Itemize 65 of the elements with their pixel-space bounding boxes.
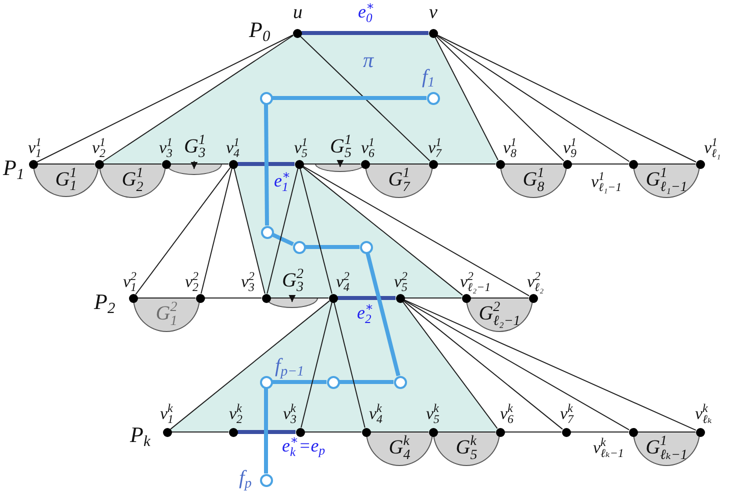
vertex-label: u: [293, 3, 302, 23]
line: [334, 302, 366, 428]
dot-icon: [628, 428, 638, 436]
path-label: P$_{0}$: [249, 18, 270, 42]
thick-line: [302, 31, 428, 35]
dot-icon: [562, 160, 572, 168]
arrow: [336, 160, 344, 168]
line: [434, 36, 498, 160]
line: [170, 300, 330, 430]
line: [36, 34, 294, 162]
line: [436, 36, 564, 162]
line: [300, 168, 332, 294]
dot-icon: [696, 160, 704, 168]
line: [135, 167, 231, 295]
dot-icon: [94, 160, 104, 168]
line: [102, 35, 294, 162]
thick-line: [272, 380, 326, 384]
line: [404, 299, 696, 431]
dot-icon: [628, 160, 638, 168]
dot-icon: [562, 428, 570, 436]
thick-line: [272, 96, 426, 100]
path-label: P$_{k}$: [130, 423, 150, 446]
thick-line: [272, 232, 294, 246]
line: [300, 302, 332, 428]
dot-icon: [428, 28, 438, 38]
line: [200, 168, 232, 294]
line: [302, 166, 463, 296]
line: [403, 300, 563, 430]
dot-icon: [28, 160, 38, 168]
dot-icon: [128, 294, 138, 302]
arrow: [288, 294, 296, 302]
vertex-label: v: [429, 3, 438, 23]
dot-icon: [528, 294, 538, 302]
thick-line: [338, 296, 396, 300]
thick-line: [264, 104, 269, 226]
thick-line: [306, 245, 360, 249]
line: [302, 166, 530, 296]
line: [436, 34, 696, 162]
dot-icon: [696, 428, 704, 436]
dot-icon: [162, 428, 172, 436]
face-label: f$_{p}$: [239, 468, 252, 489]
arrow: [190, 160, 198, 170]
face-label: f$_{1}$: [422, 67, 435, 88]
ring-icon: [260, 474, 272, 486]
line: [300, 36, 430, 162]
dot-icon: [496, 160, 504, 168]
thick-line: [264, 388, 268, 474]
line: [403, 300, 630, 430]
dot-icon: [292, 28, 302, 38]
line: [402, 301, 498, 429]
thick-line: [340, 380, 394, 384]
thick-line: [238, 430, 296, 434]
region-label: π: [363, 49, 374, 72]
face-label: f$_{p−1}$: [275, 356, 304, 377]
thick-line: [366, 252, 400, 376]
thick-line: [238, 162, 294, 166]
line: [266, 168, 298, 294]
line: [234, 168, 266, 294]
line: [436, 35, 630, 162]
path-label: P$_{1}$: [3, 156, 24, 180]
path-label: P$_{2}$: [94, 290, 116, 314]
edge-label: e$^{∗}$$_{k}$=e$_{p}$: [282, 435, 325, 459]
dot-icon: [262, 294, 270, 302]
dot-icon: [462, 294, 470, 302]
dot-icon: [196, 294, 204, 302]
